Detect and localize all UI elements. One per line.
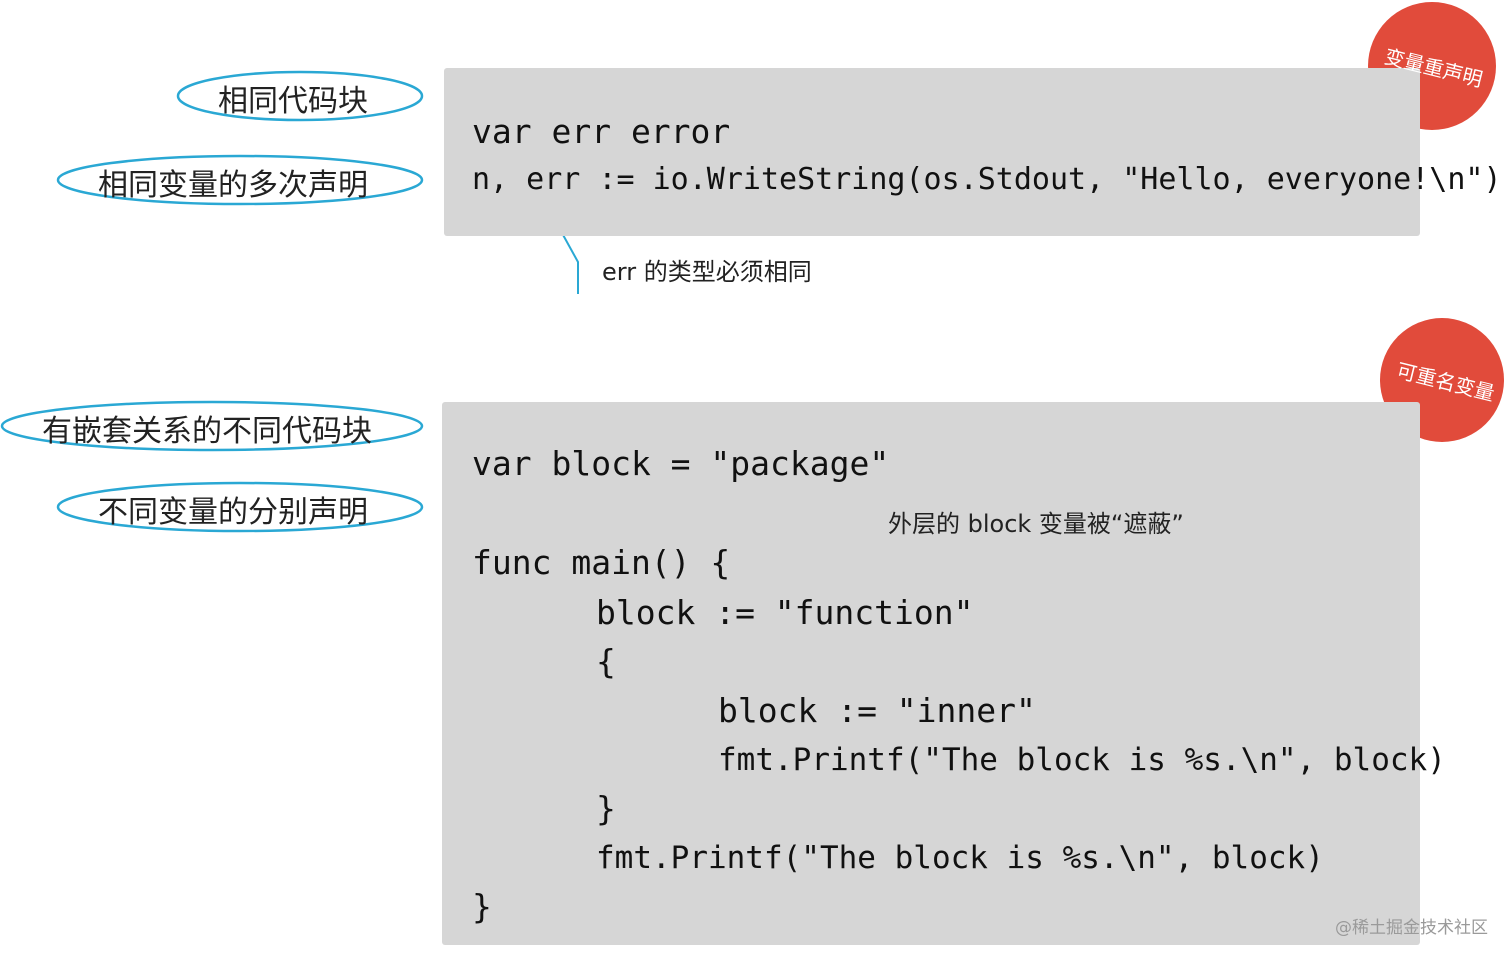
code-line: block := "function"	[596, 593, 974, 632]
label-same-variable-multi-decl: 相同变量的多次声明	[98, 168, 368, 203]
code-line: func main() {	[472, 543, 731, 582]
code-line: }	[472, 887, 492, 926]
code-line: n, err := io.WriteString(os.Stdout, "Hel…	[472, 162, 1502, 197]
code-line: block := "inner"	[718, 691, 1036, 730]
code-line: var block = "package"	[472, 444, 890, 483]
note-outer-block-shadowed: 外层的 block 变量被“遮蔽”	[888, 510, 1184, 538]
label-ellipse-diff-var	[56, 481, 424, 533]
label-ellipse-same-var	[56, 154, 424, 206]
watermark: @稀土掘金技术社区	[1335, 918, 1488, 938]
label-same-block: 相同代码块	[218, 84, 368, 119]
code-block-1	[444, 68, 1420, 236]
label-separate-var-decl: 不同变量的分别声明	[98, 495, 368, 530]
code-line: fmt.Printf("The block is %s.\n", block)	[718, 742, 1446, 778]
code-line: var err error	[472, 112, 731, 151]
label-ellipse-nested-block	[0, 400, 424, 452]
code-line: fmt.Printf("The block is %s.\n", block)	[596, 840, 1324, 876]
note-err-same-type: err 的类型必须相同	[602, 258, 812, 286]
code-line: {	[596, 642, 616, 681]
label-ellipse-same-block	[176, 70, 424, 122]
code-line: }	[596, 789, 616, 828]
code-block-2	[442, 402, 1420, 945]
label-nested-blocks: 有嵌套关系的不同代码块	[42, 414, 372, 449]
